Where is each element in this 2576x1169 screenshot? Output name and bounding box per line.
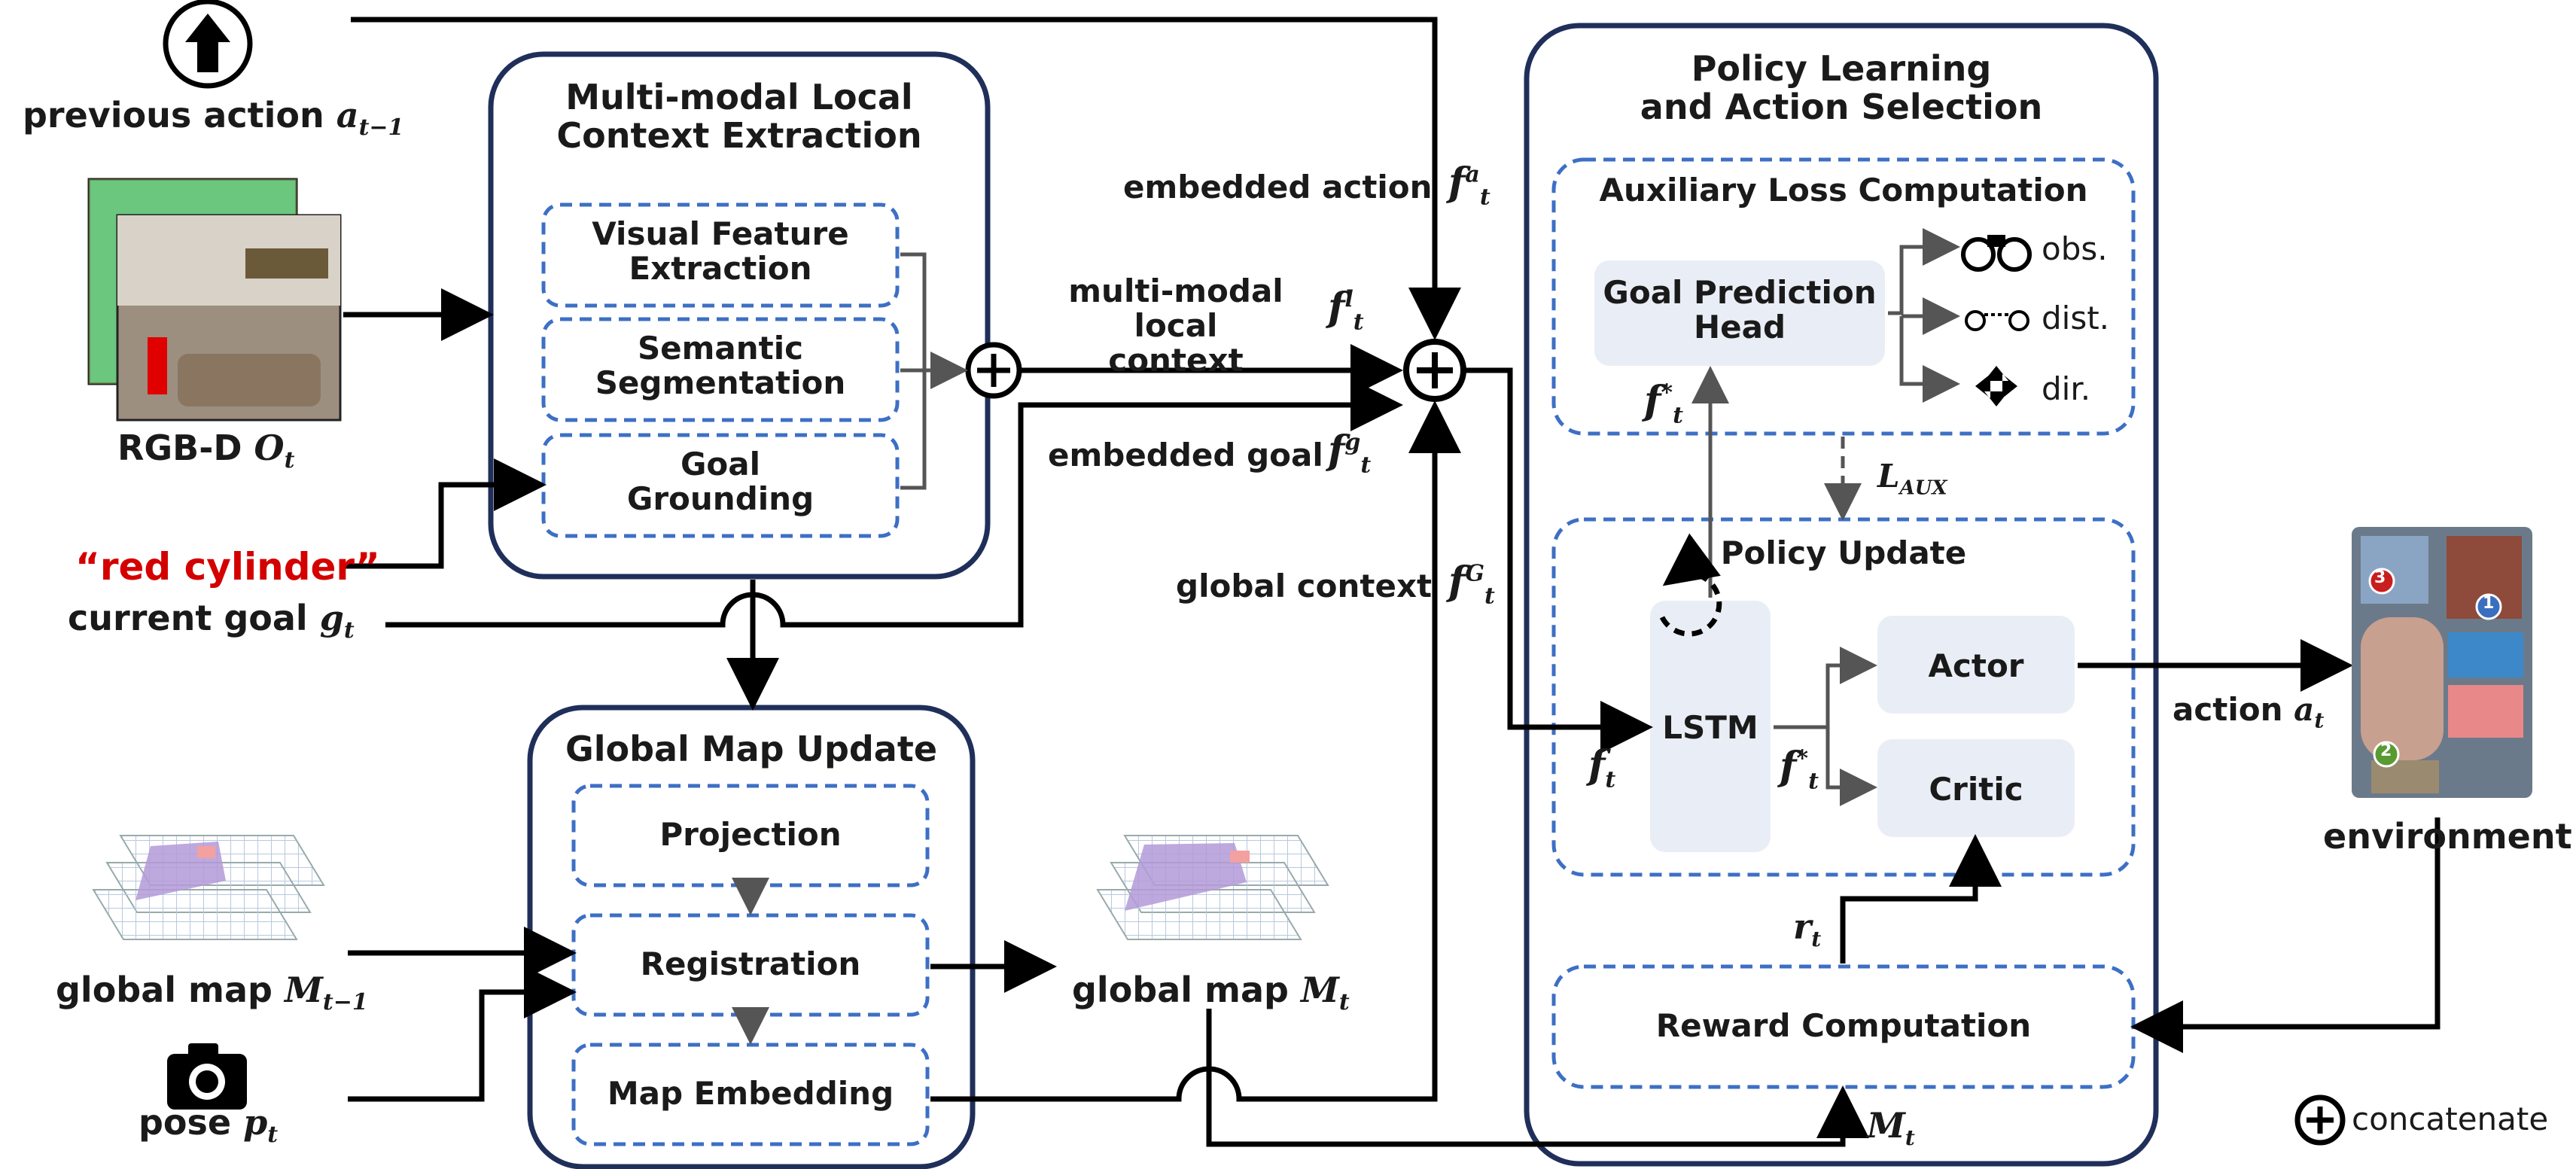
dir-label: dir. <box>2042 370 2091 407</box>
reward-symbol: rt <box>1793 906 1822 952</box>
concat-symbol-local <box>965 342 1022 399</box>
lstm-recurrent-loop-icon <box>1659 533 1722 637</box>
goal-grounding-label: Goal Grounding <box>626 446 815 518</box>
distance-icon <box>1965 310 2029 331</box>
policy-update-title: Policy Update <box>1720 534 1967 571</box>
map-m-symbol: Mt <box>1867 1105 1915 1151</box>
f-t-symbol: ft <box>1588 742 1616 793</box>
f-star-upper-symbol: f*t <box>1644 378 1683 429</box>
embedded-goal-line <box>385 379 1403 628</box>
projection-label: Projection <box>659 816 842 853</box>
goal-to-grounding-arrow <box>343 458 547 569</box>
goal-text: “red cylinder” <box>75 545 380 589</box>
map-embedding-block <box>571 1043 930 1146</box>
concatenate-legend-label: concatenate <box>2352 1101 2549 1137</box>
goal-head-block <box>1594 260 1885 366</box>
global-map-prev-label: global map Mt−1 <box>56 970 368 1016</box>
visual-feature-block <box>541 202 900 308</box>
global-map-update-title: Global Map Update <box>565 729 938 769</box>
concat-symbol-main <box>1403 339 1466 402</box>
embedded-goal-label: embedded goal <box>1048 437 1323 473</box>
lstm-to-critic-arrow <box>1825 727 1877 806</box>
pose-to-registration-arrow <box>348 966 577 1102</box>
embedded-action-label: embedded action <box>1123 169 1433 205</box>
reward-to-critic-arrow <box>1840 834 2002 964</box>
up-arrow-glyph <box>185 14 230 72</box>
red-cylinder-object <box>148 337 167 394</box>
obs-label: obs. <box>2042 230 2108 267</box>
registration-label: Registration <box>640 945 861 982</box>
f-local-symbol: flt <box>1328 285 1364 336</box>
critic-block <box>1877 739 2075 837</box>
actor-block <box>1877 616 2075 714</box>
global-map-out-label: global map Mt <box>1072 970 1350 1016</box>
goal-grounding-block <box>541 433 900 538</box>
global-map-prev-icon <box>92 835 325 940</box>
f-goal-symbol: fgt <box>1328 428 1372 479</box>
environment-map <box>2352 527 2532 798</box>
semantic-segmentation-label: Semantic Segmentation <box>595 330 846 402</box>
policy-title: Policy Learning and Action Selection <box>1640 48 2043 127</box>
environment-label: environment <box>2323 816 2572 857</box>
visual-feature-label: Visual Feature Extraction <box>592 215 849 288</box>
camera-icon <box>167 1043 247 1110</box>
f-global-symbol: fGt <box>1448 559 1495 610</box>
global-context-label: global context <box>1176 568 1433 604</box>
local-context-title: Multi-modal Local Context Extraction <box>556 77 922 156</box>
aux-loss-title: Auxiliary Loss Computation <box>1599 172 2088 209</box>
concat-to-lstm-arrow <box>1465 367 1653 753</box>
lstm-block <box>1650 601 1771 852</box>
l-aux-symbol: LAUX <box>1877 458 1947 500</box>
rgb-image-painting <box>245 248 328 279</box>
action-label: action at <box>2173 691 2325 733</box>
semantic-segmentation-block <box>541 317 900 422</box>
dist-label: dist. <box>2042 300 2110 336</box>
map-embedding-label: Map Embedding <box>607 1075 894 1112</box>
binoculars-icon <box>1961 235 2032 272</box>
room-marker-1: 1 <box>2483 594 2495 613</box>
multimodal-local-label: multi-modal local context <box>1068 272 1283 379</box>
room-marker-2: 2 <box>2380 741 2392 760</box>
rgb-image-couch <box>178 354 321 406</box>
direction-arrows-icon <box>1975 366 2017 406</box>
lstm-label: LSTM <box>1662 709 1758 746</box>
goal-head-to-obs-arrow <box>1888 228 1960 315</box>
f-star-lower-symbol: f*t <box>1780 744 1819 795</box>
pose-label: pose pt <box>139 1102 279 1149</box>
actor-label: Actor <box>1928 647 2024 684</box>
global-map-out-icon <box>1096 835 1329 940</box>
environment-to-reward-arrow <box>2130 817 2441 1053</box>
previous-action-label: previous action at−1 <box>23 95 404 142</box>
f-action-symbol: fat <box>1448 160 1490 211</box>
concat-legend-icon <box>2294 1094 2346 1146</box>
map-to-reward-arrow <box>1206 1009 1869 1147</box>
embedded-action-line <box>351 17 1461 340</box>
rgbd-label: RGB-D Ot <box>117 428 295 474</box>
critic-label: Critic <box>1929 771 2023 808</box>
goal-head-to-dir-arrow <box>1899 316 1960 403</box>
reward-computation-label: Reward Computation <box>1655 1007 2032 1044</box>
room-marker-3: 3 <box>2374 568 2386 587</box>
goal-head-label: Goal Prediction Head <box>1603 274 1877 346</box>
current-goal-label: current goal gt <box>68 598 355 644</box>
lstm-to-actor-arrow <box>1774 647 1877 729</box>
